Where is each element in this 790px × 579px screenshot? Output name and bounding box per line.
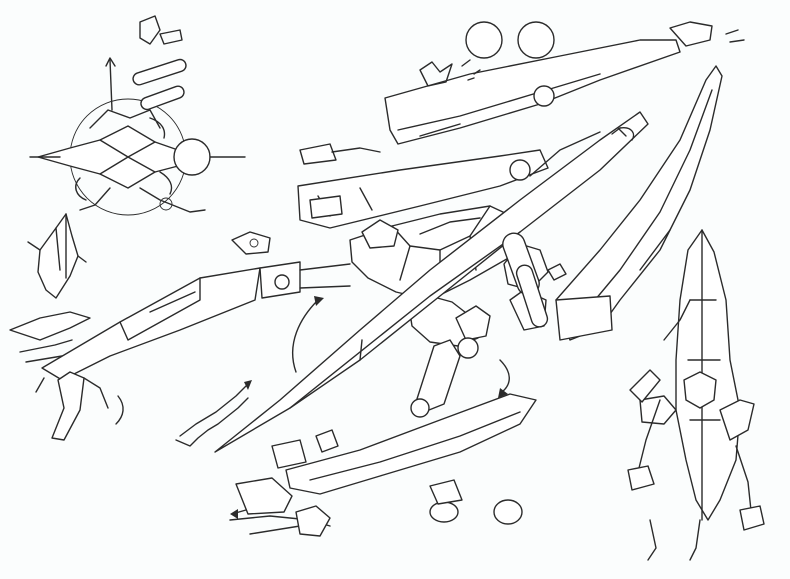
left-small-figure — [27, 213, 87, 299]
arm-hand — [51, 371, 85, 441]
floating-part-1 — [132, 58, 187, 86]
robot-shoulder-right — [719, 399, 755, 441]
cockpit-body — [37, 125, 197, 189]
blade-main — [214, 111, 649, 453]
floating-part-2 — [140, 85, 185, 111]
upper-wing-tip — [669, 21, 713, 47]
long-blade-wing — [214, 111, 649, 453]
upper-wing-panel — [384, 39, 681, 145]
robot-leg-left — [627, 465, 655, 491]
robot-leg-right — [739, 505, 765, 531]
mid-wing-section — [297, 131, 601, 229]
robot-shoulder-left — [639, 395, 677, 425]
right-long-wing — [555, 65, 723, 341]
cockpit-canopy — [361, 219, 399, 249]
small-gun-part — [231, 231, 271, 255]
shield-plate — [271, 359, 537, 495]
cockpit-nose — [173, 138, 211, 176]
robot-arm — [629, 369, 661, 403]
cluster-parts — [419, 61, 453, 87]
standing-robot — [627, 229, 765, 561]
upper-wing — [384, 21, 745, 145]
shield-main — [285, 393, 537, 495]
lower-left-arm-unit — [35, 261, 351, 441]
floating-sphere-2 — [517, 21, 555, 59]
left-hand-pieces — [9, 311, 91, 363]
small-bracket — [139, 15, 161, 45]
upper-wing-hinge — [533, 85, 555, 107]
arm-shell — [41, 267, 261, 381]
motion-arrows — [175, 127, 627, 447]
missile-parts — [502, 232, 567, 328]
mid-wing-hinge — [509, 159, 531, 181]
pod-parts — [229, 477, 523, 537]
robot-torso-wing — [675, 229, 741, 521]
robot-head — [683, 371, 717, 409]
small-arm-part — [299, 143, 337, 165]
top-left-rotation-study — [29, 15, 246, 216]
right-wing-root — [555, 295, 613, 341]
thruster-nozzle — [455, 305, 491, 341]
floating-sphere-1 — [465, 21, 503, 59]
